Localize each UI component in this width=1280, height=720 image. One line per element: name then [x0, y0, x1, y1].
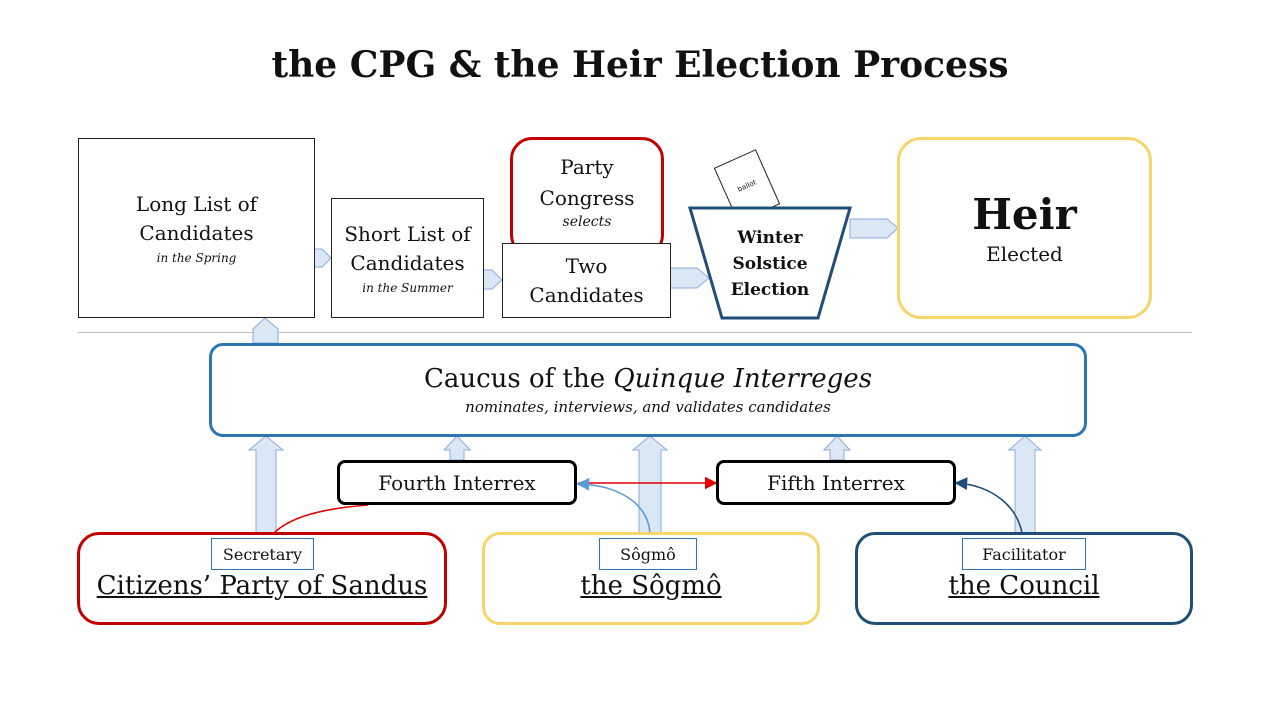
council-name: the Council [948, 571, 1100, 601]
arrow-cpg-to-caucus [247, 435, 285, 541]
caucus-title: Caucus of the Quinque Interreges [424, 363, 872, 395]
heir-box: Heir Elected [897, 137, 1152, 319]
long-list-label: Long List of Candidates [135, 192, 258, 245]
two-candidates-box: Two Candidates [502, 243, 671, 318]
sogmo-name: the Sôgmô [580, 571, 722, 601]
arrow-sogmo-to-caucus [631, 435, 669, 541]
fourth-interrex-box: Fourth Interrex [337, 460, 577, 505]
long-list-box: Long List of Candidates in the Spring [78, 138, 315, 318]
party-congress-box: Party Congress selects [510, 137, 664, 257]
fifth-interrex-box: Fifth Interrex [716, 460, 956, 505]
arrow-election-to-heir [849, 218, 899, 239]
arrow-council-to-caucus [1007, 435, 1043, 541]
sogmo-tag: Sôgmô [599, 538, 697, 570]
party-congress-label: Party Congress [539, 155, 635, 210]
arrow-fourth-to-caucus [442, 435, 472, 461]
election-label: Winter Solstice Election [730, 228, 810, 300]
facilitator-tag: Facilitator [962, 538, 1086, 570]
divider-line [78, 332, 1192, 333]
two-candidates-label: Two Candidates [529, 253, 644, 307]
cpg-name: Citizens’ Party of Sandus [96, 571, 428, 601]
short-list-box: Short List of Candidates in the Summer [331, 198, 484, 318]
arrow-short-to-two [482, 269, 503, 290]
caucus-title-italic: Quinque Interreges [613, 364, 873, 394]
connector-facilitator-to-fifth [954, 477, 1024, 541]
cpg-box: Citizens’ Party of Sandus [77, 532, 447, 625]
fourth-interrex-label: Fourth Interrex [378, 470, 536, 495]
ballot-label: ballot [736, 178, 758, 194]
caucus-box: Caucus of the Quinque Interreges nominat… [209, 343, 1087, 437]
heir-label: Heir [972, 190, 1077, 239]
short-list-note: in the Summer [362, 281, 453, 295]
diagram-title: the CPG & the Heir Election Process [271, 44, 1009, 86]
council-box: the Council [855, 532, 1193, 625]
election-ballot-box [688, 206, 852, 320]
arrow-caucus-to-long-list [252, 317, 279, 344]
party-congress-note: selects [562, 214, 612, 230]
arrow-fifth-to-caucus [822, 435, 852, 461]
arrow-long-to-short [313, 248, 332, 268]
secretary-tag: Secretary [211, 538, 314, 570]
caucus-note: nominates, interviews, and validates can… [465, 398, 831, 416]
short-list-label: Short List of Candidates [344, 222, 471, 275]
fifth-interrex-label: Fifth Interrex [767, 470, 905, 495]
heir-note: Elected [986, 242, 1063, 266]
long-list-note: in the Spring [156, 251, 237, 265]
connector-sogmo-to-fourth [576, 477, 651, 541]
caucus-title-plain: Caucus of the [423, 364, 614, 394]
